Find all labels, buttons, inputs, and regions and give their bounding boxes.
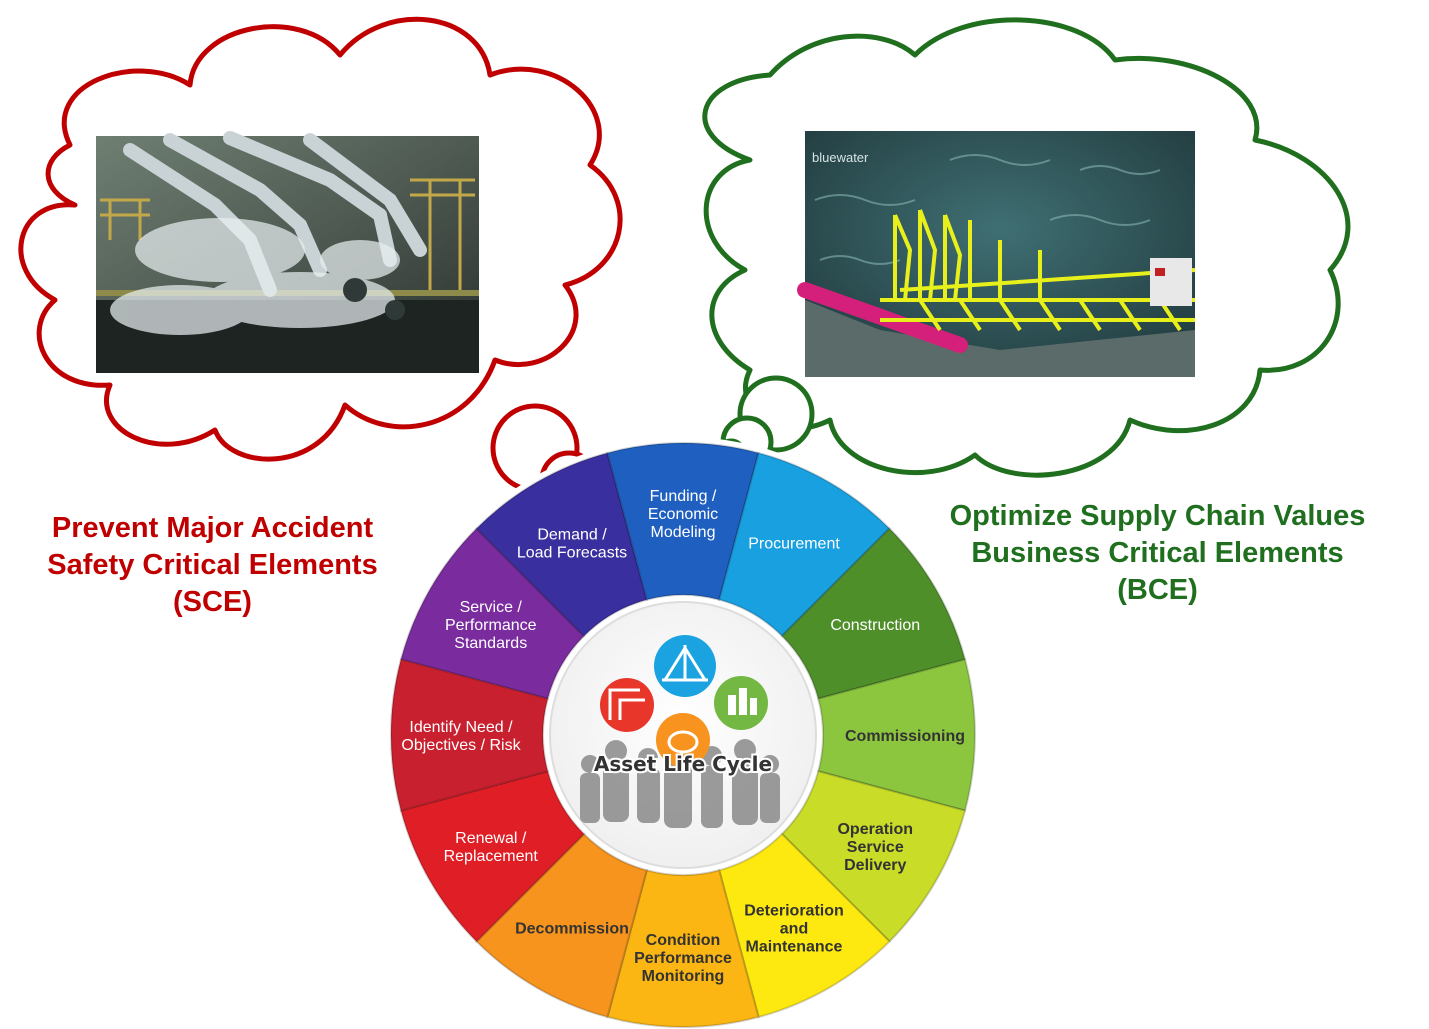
segment-label-commissioning: Commissioning bbox=[845, 728, 965, 745]
segment-label-line: Funding / bbox=[650, 488, 717, 505]
segment-label-line: Identify Need / bbox=[409, 719, 513, 736]
pipe-icon bbox=[656, 713, 710, 767]
segment-label-line: Operation bbox=[837, 821, 913, 838]
bce-caption-line-2: Business Critical Elements bbox=[971, 537, 1344, 569]
bce-caption-line-1: Optimize Supply Chain Values bbox=[949, 500, 1366, 532]
segment-label-line: Deterioration bbox=[744, 902, 844, 919]
segment-label-line: Demand / bbox=[537, 527, 607, 544]
people-silhouettes-icon bbox=[580, 734, 780, 828]
sce-caption-line-2: Safety Critical Elements bbox=[47, 549, 378, 581]
segment-label-decommission: Decommission bbox=[515, 920, 629, 937]
segment-label-procurement: Procurement bbox=[748, 536, 840, 553]
segment-label-line: and bbox=[780, 920, 808, 937]
segment-operation-service-delivery bbox=[780, 770, 967, 943]
sce-caption-line-1: Prevent Major Accident bbox=[51, 512, 374, 544]
segment-demand-load-forecasts bbox=[475, 451, 648, 638]
segment-funding-economic-modeling bbox=[606, 442, 760, 601]
segment-service-performance-standards bbox=[399, 527, 586, 700]
segment-label-renewal-replacement: Renewal /Replacement bbox=[444, 830, 539, 865]
segment-condition-performance-monitoring bbox=[606, 869, 760, 1028]
segment-identify-need-objectives-risk bbox=[390, 658, 549, 812]
offshore-platform-photo: bluewater bbox=[797, 131, 1196, 377]
photo-watermark: bluewater bbox=[812, 150, 869, 165]
segment-label-line: Condition bbox=[646, 932, 721, 949]
bce-caption: Optimize Supply Chain Values Business Cr… bbox=[905, 498, 1410, 609]
segment-label-line: Performance bbox=[634, 950, 732, 967]
segment-label-line: Replacement bbox=[444, 848, 539, 865]
port-cranes-icon bbox=[600, 678, 654, 732]
wheel-center: Asset Life Cycle bbox=[549, 601, 817, 869]
segment-label-line: Renewal / bbox=[455, 830, 527, 847]
segment-label-line: Construction bbox=[830, 617, 920, 634]
segment-label-line: Maintenance bbox=[746, 938, 843, 955]
segment-label-line: Modeling bbox=[651, 524, 716, 541]
segment-construction bbox=[780, 527, 967, 700]
segment-label-line: Service bbox=[847, 839, 904, 856]
segment-label-line: Load Forecasts bbox=[517, 545, 627, 562]
segment-commissioning bbox=[817, 658, 976, 812]
segment-label-identify-need-objectives-risk: Identify Need /Objectives / Risk bbox=[401, 719, 521, 754]
segment-label-construction: Construction bbox=[830, 617, 920, 634]
sce-caption: Prevent Major Accident Safety Critical E… bbox=[10, 510, 415, 621]
segment-label-line: Service / bbox=[460, 599, 523, 616]
segment-label-line: Performance bbox=[445, 617, 537, 634]
segment-label-demand-load-forecasts: Demand /Load Forecasts bbox=[517, 527, 627, 562]
lng-transfer-arms-photo bbox=[96, 131, 479, 373]
segment-label-line: Objectives / Risk bbox=[401, 737, 521, 754]
segment-procurement bbox=[718, 451, 891, 638]
center-label: Asset Life Cycle bbox=[594, 752, 772, 776]
segment-deterioration-and-maintenance bbox=[718, 832, 891, 1019]
segment-label-line: Procurement bbox=[748, 536, 840, 553]
sce-caption-line-3: (SCE) bbox=[173, 586, 252, 618]
segment-label-line: Commissioning bbox=[845, 728, 965, 745]
segment-label-line: Economic bbox=[648, 506, 718, 523]
segment-decommission bbox=[475, 832, 648, 1019]
segment-label-line: Delivery bbox=[844, 857, 906, 874]
segment-label-line: Standards bbox=[454, 635, 527, 652]
segment-renewal-replacement bbox=[399, 770, 586, 943]
bce-caption-line-3: (BCE) bbox=[1117, 574, 1198, 606]
segment-label-line: Decommission bbox=[515, 920, 629, 937]
segment-label-line: Monitoring bbox=[642, 968, 725, 985]
